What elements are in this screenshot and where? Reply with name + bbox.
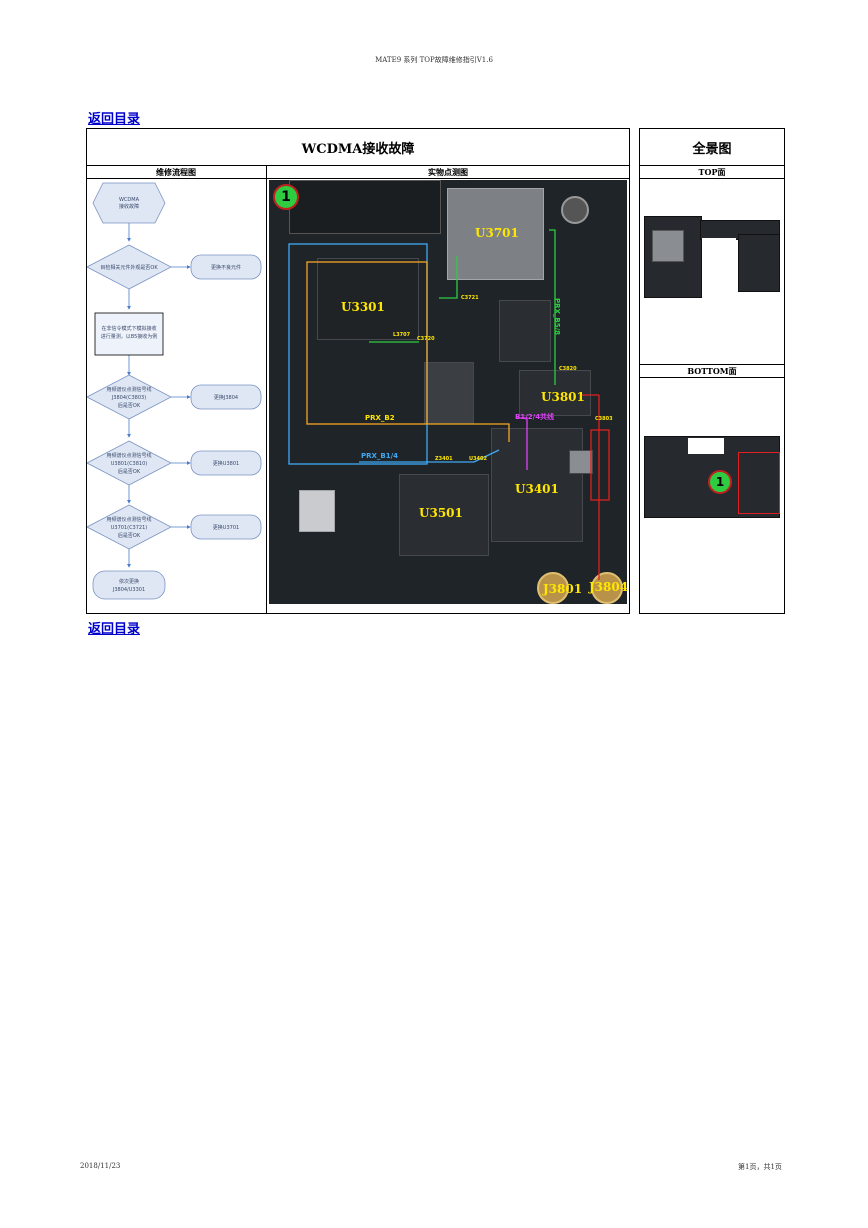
signal-traces: [288, 229, 610, 580]
pcb-right: [738, 234, 780, 292]
divider: [639, 178, 785, 179]
flow-action-5-text: 更换U3701: [213, 524, 239, 531]
flow-start-node: [92, 182, 166, 224]
back-to-contents-link[interactable]: 返回目录: [88, 112, 141, 127]
document-header: MATE9 系列 TOP故障维修指引V1.6: [375, 56, 493, 64]
connector-j3801: [537, 572, 569, 604]
flow-decision-1-text: 目检相关元件外观是否OK: [100, 264, 158, 271]
label-u3801: U3801: [541, 390, 585, 404]
flow-decision-1: [87, 244, 172, 290]
footer-page: 第1页，共1页: [738, 1163, 782, 1171]
back-to-contents-link[interactable]: 返回目录: [88, 622, 141, 637]
col-header-photo: 实物点测图: [428, 166, 468, 177]
label-prx-b1: PRX_B1/4: [361, 452, 399, 460]
flow-decision-3-text-2: J3804(C3803): [111, 395, 146, 401]
label-l3707: L3707: [393, 332, 411, 338]
label-u3401: U3401: [515, 482, 559, 496]
pcb-photo: 1 U3701 U3301 U3801 U3401 U3501 J3801 J3…: [269, 180, 627, 604]
flow-process-2-text-2: 进行量测，以B5接收为例: [101, 333, 158, 340]
step-marker: 1: [273, 184, 299, 210]
flow-action-4: [190, 450, 262, 476]
chip-u3701: [447, 188, 544, 280]
chip-small: [499, 300, 551, 362]
chip-u3301: [317, 258, 419, 340]
bottom-side-label: BOTTOM面: [687, 365, 737, 376]
label-u3402: U3402: [469, 456, 487, 462]
flow-start-text-2: 接收故障: [119, 203, 139, 210]
overview-title: 全景图: [692, 141, 732, 157]
flow-action-3-text: 更换J3804: [214, 394, 238, 401]
flow-action-1: [190, 254, 262, 280]
flow-action-5: [190, 514, 262, 540]
overview-top-image: [642, 210, 782, 305]
inductor: [299, 490, 335, 532]
table-title: WCDMA接收故障: [301, 141, 415, 157]
connector-area: [289, 180, 441, 234]
label-c3803: C3803: [595, 416, 613, 422]
label-j3801: J3801: [543, 582, 583, 596]
flow-start-text-1: WCDMA: [119, 197, 140, 203]
flow-action-3: [190, 384, 262, 410]
sim-tray: [652, 230, 684, 262]
divider: [639, 377, 785, 378]
flow-decision-3-text-1: 用频谱仪点测信号线: [106, 386, 151, 393]
chip-u3501: [399, 474, 489, 556]
connector-j3804: [591, 572, 623, 604]
flow-decision-3: [87, 374, 172, 420]
cutout: [688, 438, 724, 454]
flow-decision-5-text-1: 用频谱仪点测信号线: [106, 516, 151, 523]
divider: [266, 165, 267, 614]
cutout: [702, 238, 736, 278]
label-c3721: C3721: [461, 295, 479, 301]
overview-table: [639, 128, 785, 614]
flow-action-1-text: 更换不良元件: [211, 264, 241, 271]
divider: [639, 364, 785, 365]
crystal: [569, 450, 593, 474]
divider: [86, 165, 630, 166]
flow-process-2: [94, 312, 164, 356]
label-c3720: C3720: [417, 336, 435, 342]
flow-end-text-2: J3804/U3301: [112, 587, 145, 593]
col-header-flow: 维修流程图: [156, 166, 196, 177]
flow-decision-5: [87, 504, 172, 550]
label-prx-b2: PRX_B2: [365, 414, 395, 422]
flow-decision-4: [87, 440, 172, 486]
label-u3301: U3301: [341, 300, 385, 314]
chip-u3401: [491, 428, 583, 542]
flow-decision-5-text-2: U3701(C3721): [111, 525, 148, 531]
flow-end-text-1: 依次更换: [119, 578, 139, 585]
label-z3401: Z3401: [435, 456, 453, 462]
highlight-box: [738, 452, 780, 514]
flow-decision-4-text-3: 后是否OK: [118, 468, 141, 475]
camera-hole: [561, 196, 589, 224]
divider: [86, 178, 630, 179]
repair-flowchart: WCDMA 接收故障 目检相关元件外观是否OK 更换不良元件 在非信令模式下模拟…: [87, 182, 262, 600]
label-u3701: U3701: [475, 226, 519, 240]
overview-marker: 1: [708, 470, 732, 494]
label-prx-b5: PRX_B5/8: [553, 298, 561, 336]
flow-decision-4-text-2: U3801(C3810): [111, 461, 148, 467]
divider: [639, 165, 785, 166]
label-j3804: J3804: [589, 580, 627, 594]
label-u3501: U3501: [419, 506, 463, 520]
overview-bottom-image: 1: [642, 432, 782, 522]
label-b124: B1/2/4共线: [515, 413, 555, 421]
flow-decision-4-text-1: 用频谱仪点测信号线: [106, 452, 151, 459]
footer-date: 2018/11/23: [80, 1162, 121, 1170]
flow-end-node: [92, 570, 166, 600]
flow-decision-3-text-3: 后是否OK: [118, 402, 141, 409]
flow-action-4-text: 更换U3801: [213, 460, 239, 467]
label-c3820: C3820: [559, 366, 577, 372]
flow-decision-5-text-3: 后是否OK: [118, 532, 141, 539]
top-side-label: TOP面: [698, 166, 726, 177]
flow-process-2-text-1: 在非信令模式下模拟接收: [101, 325, 156, 332]
